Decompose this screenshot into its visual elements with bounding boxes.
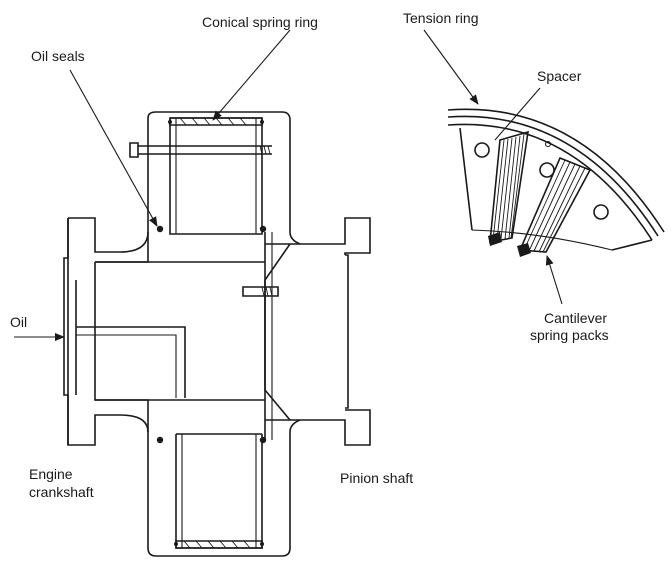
center-bolt [242,286,279,297]
leader-conical-spring-ring [212,29,291,121]
hole-3 [593,204,609,220]
leader-oil-seals [69,69,158,227]
label-spacer: Spacer [537,68,582,84]
conical-spring-ring-top [169,117,263,126]
leader-tension-ring [423,29,479,105]
label-pinion-shaft: Pinion shaft [340,470,414,486]
label-cantilever-line2: spring packs [530,327,609,343]
spacer-marker [544,140,552,148]
label-cantilever-line1: Cantilever [544,310,608,326]
spring-pack-2 [517,156,592,257]
spring-detail [423,29,665,305]
label-engine-line1: Engine [29,466,73,482]
leader-cantilever [545,255,563,305]
leader-spacer [494,87,541,141]
coupling-cross-section [14,29,371,557]
engine-flange-outline [68,111,371,255]
label-oil-seals: Oil seals [31,48,85,64]
conical-spring-ring-bottom [175,540,263,549]
label-engine-line2: crankshaft [29,484,94,500]
hole-1 [474,142,490,158]
pinion-flange-right [345,254,349,409]
oil-seal-top-right [259,225,267,233]
label-oil: Oil [10,314,28,330]
label-conical-spring-ring: Conical spring ring [202,14,318,30]
label-tension-ring: Tension ring [403,10,479,26]
top-bolt [129,142,272,158]
oil-seal-bottom-right [259,436,267,444]
oil-seal-bottom-left [156,436,164,444]
spring-pack-1 [488,130,529,246]
tension-ring-outer [447,108,665,233]
oil-seal-top-left [156,225,164,233]
